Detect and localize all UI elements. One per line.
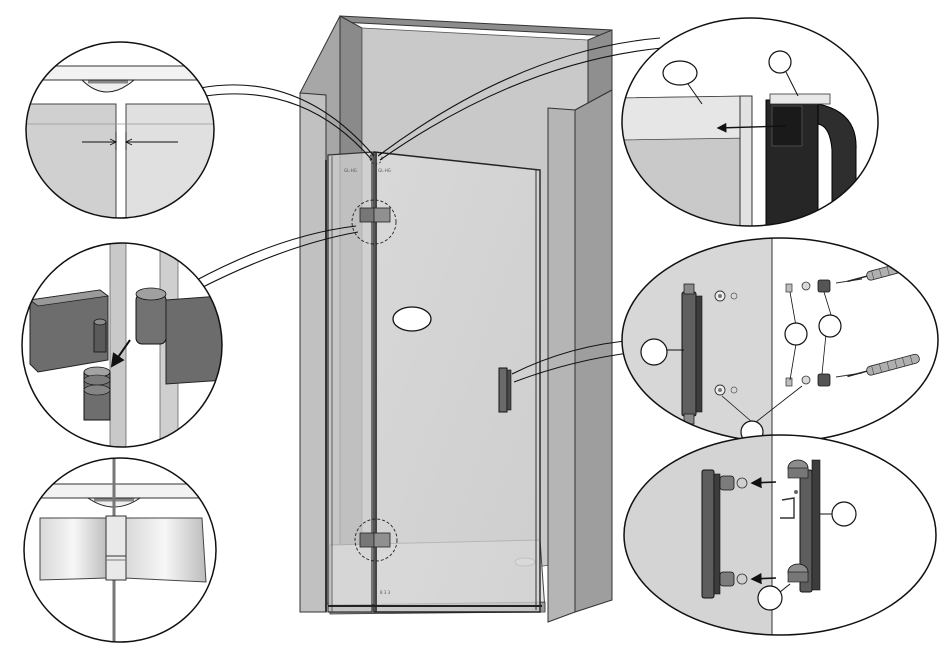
assembly-marker-b xyxy=(758,586,782,610)
detail-bottom-hinge xyxy=(20,456,230,648)
detail-top-gap xyxy=(20,42,226,224)
handle-marker xyxy=(641,339,667,365)
shower-enclosure: GL-HG GL-HG 8 3 3 xyxy=(300,16,612,622)
left-wall-front xyxy=(300,93,326,612)
detail-handle-fixings xyxy=(620,236,940,446)
detail-handle-assembly xyxy=(620,432,940,638)
glass-label-bottom: 8 3 3 xyxy=(380,590,391,595)
door-callout xyxy=(393,307,431,331)
profile-marker-b xyxy=(769,51,791,73)
detail-wall-profile xyxy=(620,16,890,232)
glass-label-right: GL-HG xyxy=(378,168,391,173)
detail-hinge-pin xyxy=(20,240,230,450)
right-wall-front xyxy=(548,108,575,622)
right-wall-edge xyxy=(575,90,612,612)
profile-marker-a xyxy=(663,61,697,85)
door-handle xyxy=(499,368,511,412)
fixing-marker-b xyxy=(819,315,841,337)
glass-label-left: GL-HG xyxy=(344,168,357,173)
assembly-marker-a xyxy=(832,502,856,526)
fixing-marker-a xyxy=(785,323,807,345)
